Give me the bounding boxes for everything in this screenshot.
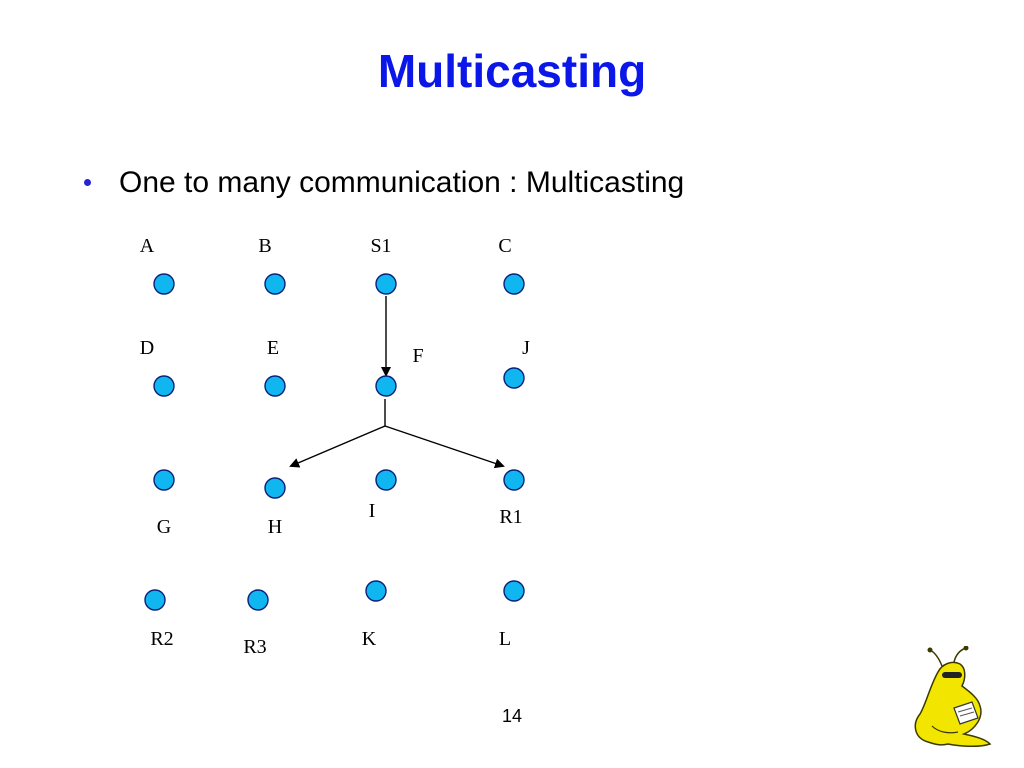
slide-title: Multicasting (377, 45, 647, 97)
node-circle (503, 469, 525, 491)
node-circle (153, 375, 175, 397)
node-label: L (499, 628, 511, 650)
node-circle (247, 589, 269, 611)
bullet-text: One to many communication : Multicasting (119, 166, 685, 199)
node-label: J (522, 337, 530, 359)
node-label: S1 (370, 235, 391, 257)
node-s1: S1 (370, 235, 397, 295)
node-circle (503, 273, 525, 295)
node-e: E (264, 337, 286, 397)
bullet-dot-icon (84, 178, 91, 186)
node-label: H (268, 516, 282, 538)
node-a: A (140, 235, 175, 295)
node-label: I (369, 500, 376, 522)
node-label: K (362, 628, 377, 650)
node-label: R2 (150, 628, 173, 650)
node-f: F (375, 345, 424, 397)
node-label: C (498, 235, 511, 257)
page-number: 14 (501, 706, 523, 726)
node-circle (153, 469, 175, 491)
edges-layer (289, 296, 505, 469)
node-label: A (140, 235, 155, 257)
node-r3: R3 (243, 589, 269, 658)
edge-f-r1 (384, 425, 505, 469)
node-circle (503, 580, 525, 602)
node-label: R3 (243, 636, 266, 658)
node-l: L (499, 580, 525, 650)
node-k: K (362, 580, 387, 650)
node-d: D (140, 337, 175, 397)
node-i: I (369, 469, 397, 522)
node-j: J (503, 337, 530, 389)
node-circle (375, 273, 397, 295)
slug-mascot-icon (914, 646, 992, 748)
node-label: E (267, 337, 279, 359)
node-circle (365, 580, 387, 602)
node-circle (503, 367, 525, 389)
node-circle (264, 477, 286, 499)
node-label: G (157, 516, 171, 538)
edge-f-h (289, 425, 386, 468)
node-circle (264, 375, 286, 397)
node-c: C (498, 235, 525, 295)
node-circle (153, 273, 175, 295)
node-label: F (412, 345, 423, 367)
node-b: B (258, 235, 286, 295)
node-circle (144, 589, 166, 611)
node-circle (375, 469, 397, 491)
node-r2: R2 (144, 589, 174, 650)
node-label: R1 (499, 506, 522, 528)
node-circle (375, 375, 397, 397)
node-h: H (264, 477, 286, 538)
node-circle (264, 273, 286, 295)
node-label: D (140, 337, 154, 359)
node-g: G (153, 469, 175, 538)
node-r1: R1 (499, 469, 525, 528)
node-label: B (258, 235, 271, 257)
bullet-item: One to many communication : Multicasting (84, 166, 684, 200)
